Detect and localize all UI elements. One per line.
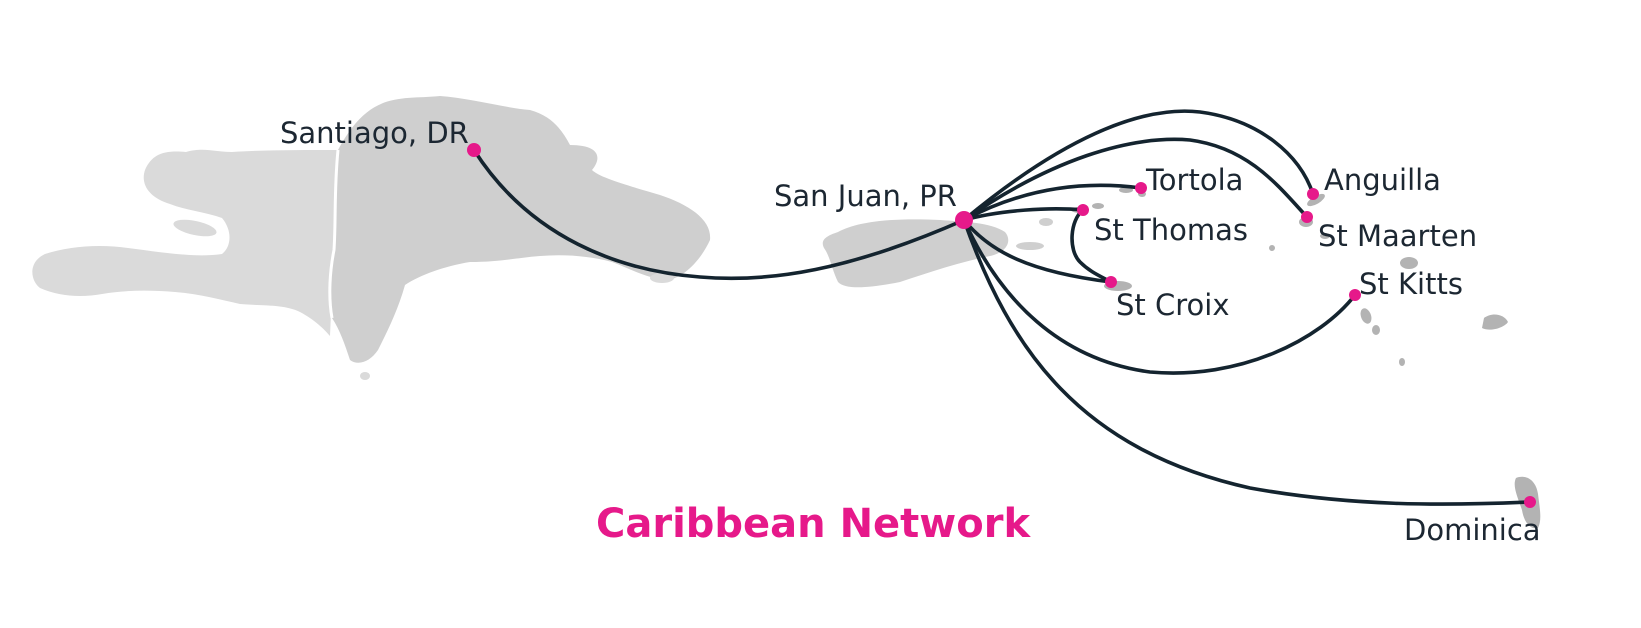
route-st-thomas-st-croix[interactable] — [1070, 208, 1113, 284]
san-juan-label: San Juan, PR — [774, 179, 957, 213]
city-labels: San Juan, PR Santiago, DR Tortola St Tho… — [280, 116, 1541, 547]
st-croix-marker[interactable] — [1105, 276, 1117, 288]
catalina-island — [360, 372, 370, 380]
dominica-label: Dominica — [1404, 513, 1541, 547]
culebra-island — [1039, 218, 1053, 226]
vieques-island — [1016, 242, 1044, 250]
map-title: Caribbean Network — [596, 501, 1031, 547]
st-kitts-island — [1360, 308, 1372, 324]
st-barts-island — [1320, 233, 1330, 239]
route-santiago[interactable] — [472, 148, 966, 281]
st-thomas-marker[interactable] — [1077, 204, 1089, 216]
route-dominica[interactable] — [962, 218, 1532, 506]
st-maarten-label: St Maarten — [1318, 219, 1477, 253]
antigua-island — [1482, 314, 1508, 330]
st-croix-label: St Croix — [1116, 288, 1230, 322]
gonave-island — [108, 253, 128, 261]
tortola-marker[interactable] — [1135, 182, 1147, 194]
dominica-marker[interactable] — [1524, 496, 1536, 508]
st-thomas-label: St Thomas — [1094, 213, 1248, 247]
san-juan-marker[interactable] — [955, 211, 973, 229]
route-st-croix[interactable] — [962, 218, 1113, 284]
route-anguilla[interactable] — [962, 109, 1315, 222]
city-markers — [467, 143, 1536, 508]
anguilla-label: Anguilla — [1324, 163, 1441, 197]
tortola-label: Tortola — [1145, 163, 1243, 197]
st-kitts-marker[interactable] — [1349, 289, 1361, 301]
nevis-island — [1372, 325, 1380, 335]
landmasses — [32, 96, 1541, 529]
st-kitts-label: St Kitts — [1359, 267, 1463, 301]
route-tortola[interactable] — [962, 183, 1143, 222]
st-john-island — [1092, 203, 1104, 209]
puerto-rico-landmass — [822, 219, 1009, 288]
tortuga-island — [173, 219, 217, 237]
anguilla-island — [1307, 193, 1325, 207]
montserrat-island — [1399, 358, 1405, 366]
hispaniola-border — [328, 149, 340, 319]
santiago-label: Santiago, DR — [280, 116, 469, 150]
route-st-kitts[interactable] — [962, 218, 1357, 375]
haiti-landmass — [32, 149, 339, 336]
anguilla-marker[interactable] — [1307, 188, 1319, 200]
routes — [472, 109, 1532, 506]
saona-island — [650, 273, 674, 283]
dominican-republic-landmass — [329, 96, 711, 363]
route-st-maarten[interactable] — [962, 137, 1309, 222]
saba-island — [1269, 245, 1275, 251]
st-maarten-marker[interactable] — [1301, 211, 1313, 223]
santiago-marker[interactable] — [467, 143, 481, 157]
route-st-thomas[interactable] — [962, 207, 1085, 222]
barbuda-island — [1400, 257, 1418, 269]
